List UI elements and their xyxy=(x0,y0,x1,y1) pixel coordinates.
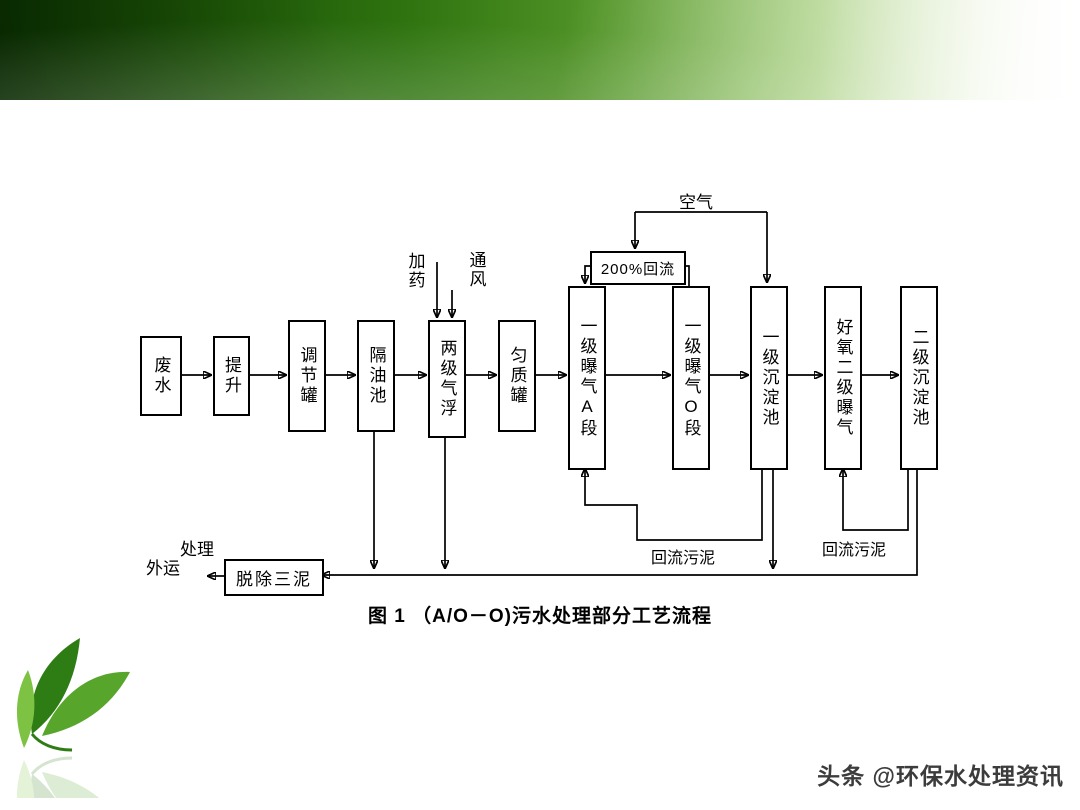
box-sludge-removal: 脱除三泥 xyxy=(224,559,324,596)
label-200-recycle: 200%回流 xyxy=(590,251,686,285)
flow-box-secondary-sedimentation: 二级沉淀池 xyxy=(900,286,938,470)
label-disposal-line1: 处理 xyxy=(180,540,214,559)
flow-box-two-stage-air-flotation: 两级气浮 xyxy=(428,320,466,438)
label-return-sludge-left: 回流污泥 xyxy=(651,550,716,567)
flow-box-lift: 提升 xyxy=(213,336,250,416)
watermark: 头条 @环保水处理资讯 xyxy=(817,763,1064,789)
figure-caption: 图 1 （A/O－O)污水处理部分工艺流程 xyxy=(367,606,712,627)
flow-box-aerobic-secondary-aeration: 好氧二级曝气 xyxy=(824,286,862,470)
label-disposal: 处理 外运 xyxy=(146,540,214,578)
connector-return-sludge-left xyxy=(585,466,763,541)
flow-box-primary-sedimentation: 一级沉淀池 xyxy=(750,286,788,470)
flow-box-regulating-tank: 调节罐 xyxy=(288,320,326,432)
label-dosing: 加药 xyxy=(408,252,426,290)
label-disposal-line2: 外运 xyxy=(146,559,180,578)
flow-box-primary-aeration-o: 一级曝气O段 xyxy=(672,286,710,470)
header-banner xyxy=(0,0,1080,100)
label-ventilation: 通风 xyxy=(469,251,487,289)
flow-box-oil-separation-tank: 隔油池 xyxy=(357,320,395,432)
flow-box-homogenizing-tank: 匀质罐 xyxy=(498,320,536,432)
flow-box-primary-aeration-a: 一级曝气A段 xyxy=(568,286,606,470)
label-return-sludge-right: 回流污泥 xyxy=(822,542,887,559)
leaf-decoration xyxy=(15,636,132,798)
flow-box-wastewater: 废水 xyxy=(140,336,182,416)
label-air: 空气 xyxy=(679,193,713,212)
connector-return-sludge-right xyxy=(843,466,909,531)
